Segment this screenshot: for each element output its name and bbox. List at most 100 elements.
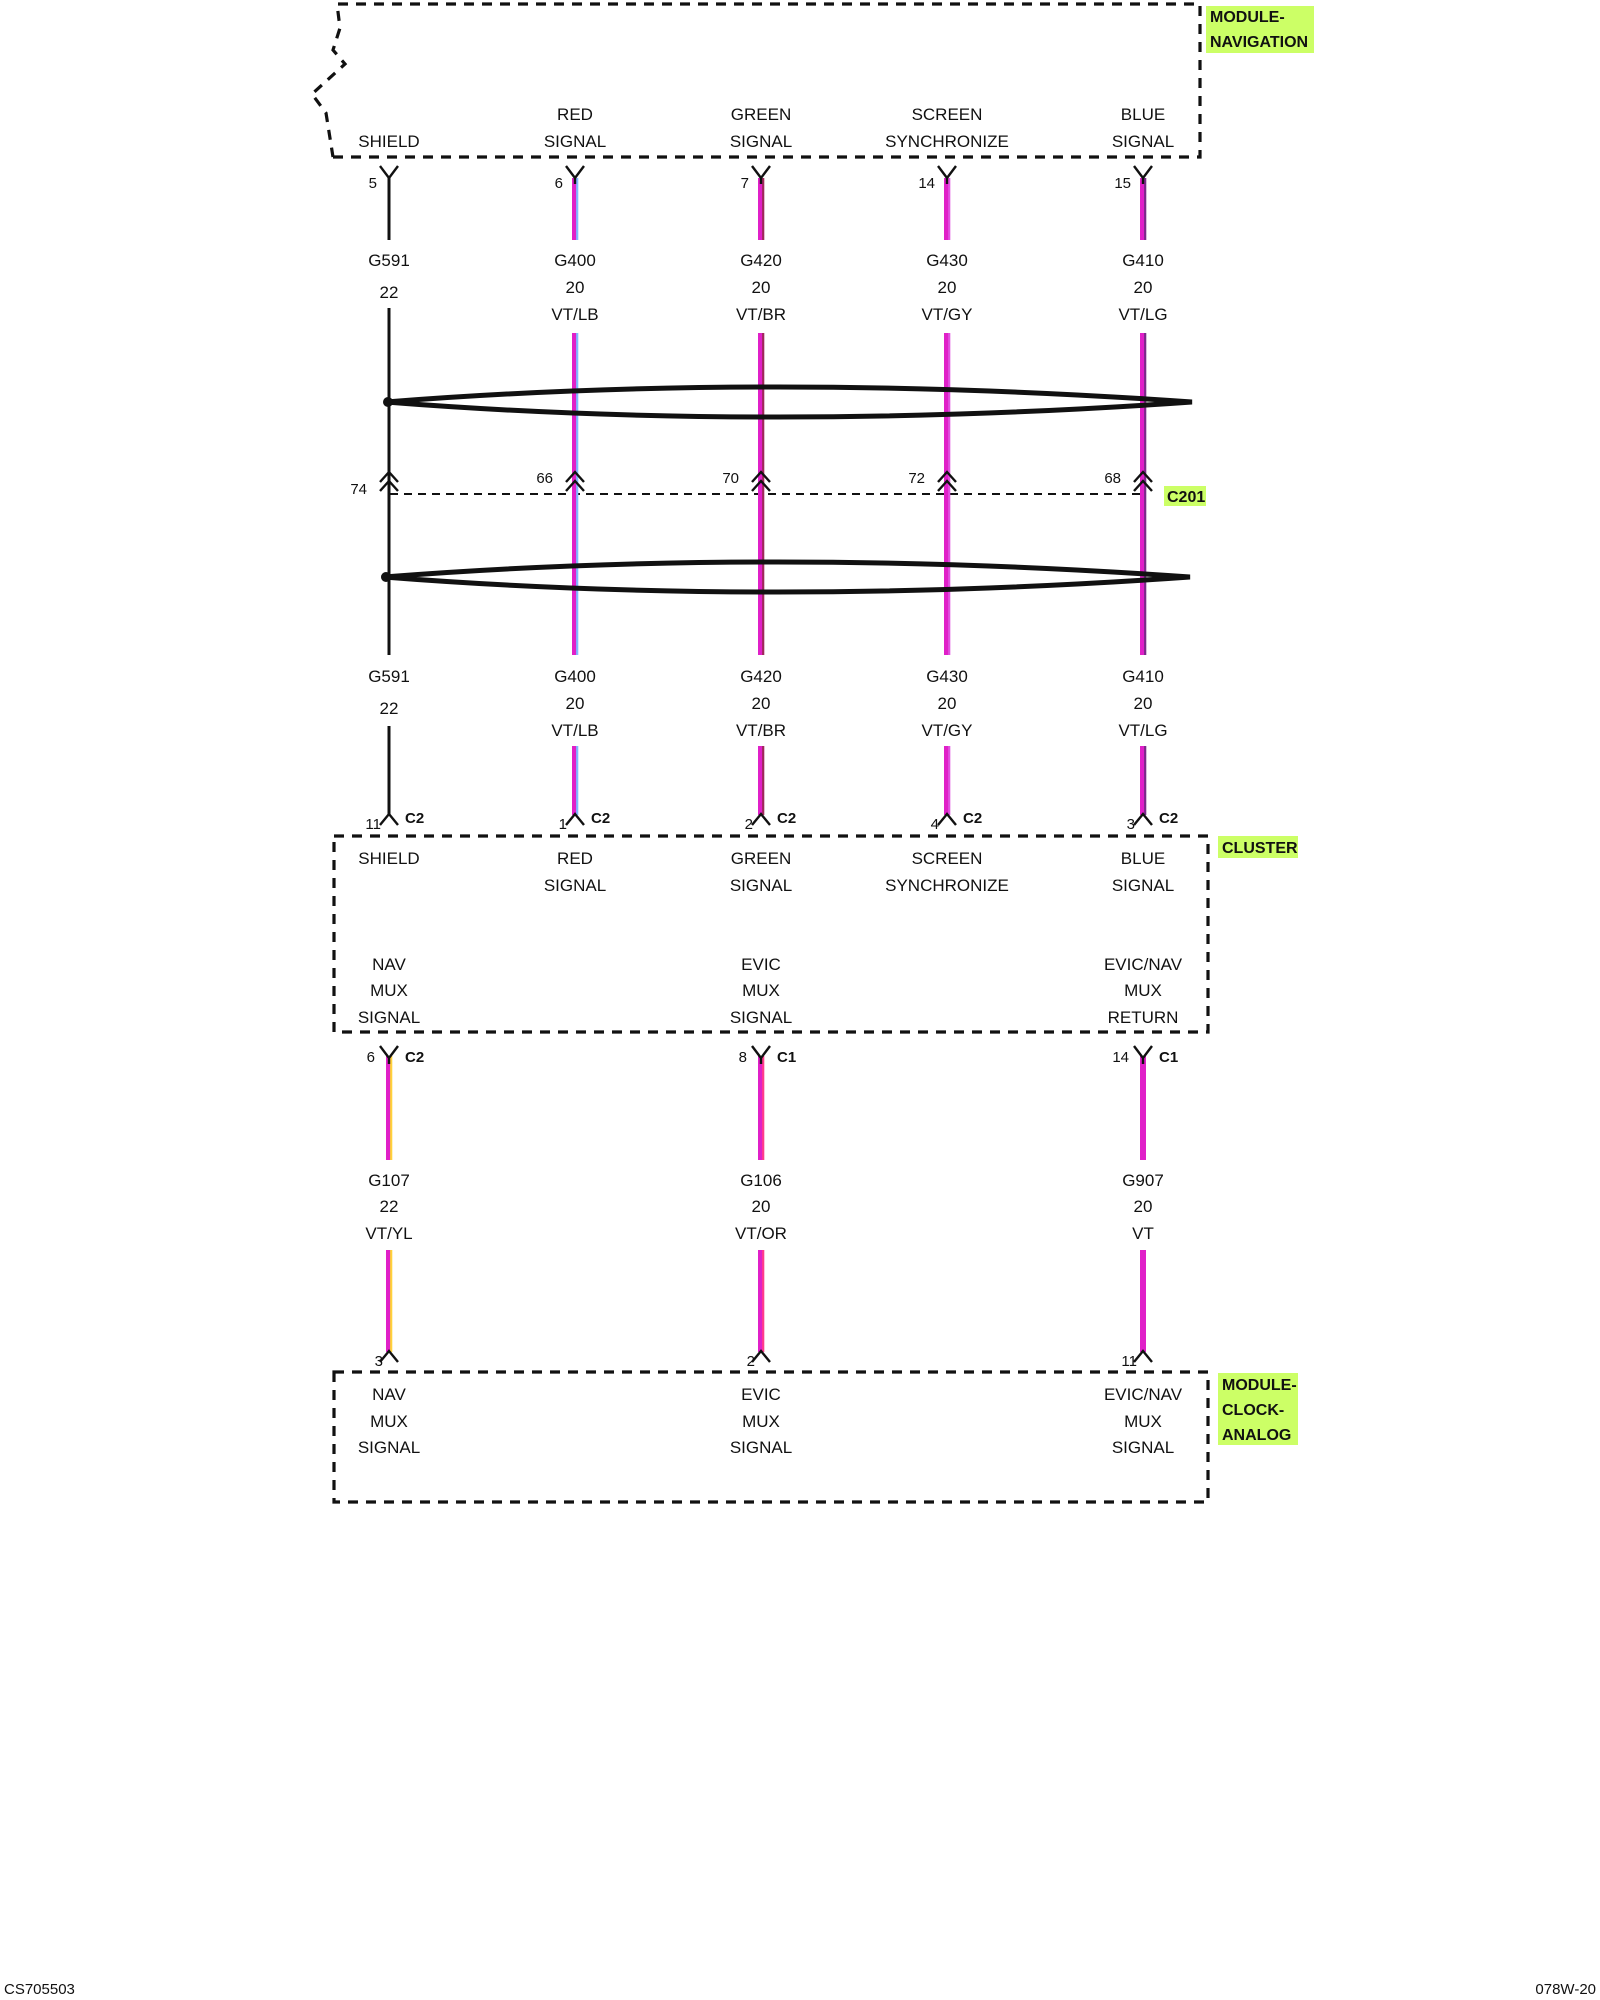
color-nav_mux: VT/YL	[365, 1224, 412, 1243]
color-sync-lower: VT/GY	[921, 721, 972, 740]
circuit-nav_mux: G107	[368, 1171, 410, 1190]
clock-function-nav_mux-line2: MUX	[370, 1412, 408, 1431]
c201-terminal-green	[751, 470, 771, 492]
diagram-id: CS705503	[4, 1981, 75, 1998]
cluster-function-blue-line1: BLUE	[1121, 849, 1165, 868]
cluster-function-sync-line2: SYNCHRONIZE	[885, 876, 1009, 895]
cluster-pin-green: 2	[745, 816, 753, 833]
svg-text:NAVIGATION: NAVIGATION	[1210, 34, 1308, 51]
clock-terminal-evic_nav	[1133, 1349, 1153, 1363]
svg-text:MODULE-: MODULE-	[1210, 9, 1285, 26]
clock-function-nav_mux-line3: SIGNAL	[358, 1438, 420, 1457]
wires	[379, 165, 1153, 1363]
color-red-lower: VT/LB	[551, 721, 598, 740]
circuit-green-lower: G420	[740, 667, 782, 686]
gauge-shield-lower: 22	[380, 699, 399, 718]
cluster-module-box	[332, 834, 1210, 1034]
clock-pin-nav_mux: 3	[375, 1353, 383, 1370]
clock-module-box	[332, 1370, 1210, 1504]
wire-blue-harness	[1140, 333, 1147, 655]
clock-function-evic_nav-line1: EVIC/NAV	[1104, 1385, 1183, 1404]
cluster-terminal-green	[751, 812, 771, 826]
c201-pin-sync: 72	[908, 470, 925, 487]
wire-green-harness	[758, 333, 765, 655]
c201-pin-red: 66	[536, 470, 553, 487]
color-red-upper: VT/LB	[551, 305, 598, 324]
cluster-out-pin-evic_nav: 14	[1112, 1049, 1129, 1066]
svg-text:ANALOG: ANALOG	[1222, 1427, 1291, 1444]
cluster-function-shield-line1: SHIELD	[358, 849, 419, 868]
cluster-function-sync-line1: SCREEN	[912, 849, 983, 868]
clock-module-name: MODULE- CLOCK- ANALOG	[1222, 1377, 1297, 1444]
cluster-terminal-red	[565, 812, 585, 826]
cluster-connector-red: C2	[591, 810, 610, 827]
c201-pin-green: 70	[722, 470, 739, 487]
nav-function-red-line2: SIGNAL	[544, 132, 606, 151]
gauge-evic_nav: 20	[1134, 1197, 1153, 1216]
wire-red-nav-top	[572, 178, 579, 240]
cluster-connector-sync: C2	[963, 810, 982, 827]
page-code: 078W-20	[1535, 1981, 1596, 1998]
nav-terminal-red	[565, 165, 585, 184]
clock-pin-evic_nav: 11	[1121, 1353, 1137, 1370]
circuit-blue-lower: G410	[1122, 667, 1164, 686]
cluster-connector-green: C2	[777, 810, 796, 827]
navigation-name-highlight	[1206, 6, 1314, 53]
cluster-function-nav_mux-line2: MUX	[370, 981, 408, 1000]
wire-evic_mux-upper	[758, 1056, 765, 1160]
cluster-out-terminal-evic_mux	[751, 1045, 771, 1064]
wire-sync-harness	[944, 333, 951, 655]
gauge-green-lower: 20	[752, 694, 771, 713]
cluster-terminal-blue	[1133, 812, 1153, 826]
cluster-out-terminal-nav_mux	[379, 1045, 399, 1064]
clock-function-evic_nav-line2: MUX	[1124, 1412, 1162, 1431]
clock-function-evic_mux-line2: MUX	[742, 1412, 780, 1431]
nav-function-green-line2: SIGNAL	[730, 132, 792, 151]
circuit-red-lower: G400	[554, 667, 596, 686]
wire-nav_mux-lower	[386, 1250, 393, 1352]
circuit-evic_nav: G907	[1122, 1171, 1164, 1190]
nav-terminal-shield	[379, 165, 399, 184]
cluster-function-green-line2: SIGNAL	[730, 876, 792, 895]
nav-terminal-green	[751, 165, 771, 184]
nav-pin-red: 6	[555, 175, 563, 192]
cluster-connector-shield: C2	[405, 810, 424, 827]
cluster-name-highlight	[1218, 836, 1298, 858]
circuit-sync-lower: G430	[926, 667, 968, 686]
nav-function-sync-line2: SYNCHRONIZE	[885, 132, 1009, 151]
svg-text:MODULE-: MODULE-	[1222, 1377, 1297, 1394]
cluster-pin-shield: 11	[365, 816, 381, 833]
nav-function-sync-line1: SCREEN	[912, 105, 983, 124]
wire-green-nav-top	[758, 178, 765, 240]
wire-sync-cluster-top	[944, 746, 951, 815]
nav-function-shield-line2: SHIELD	[358, 132, 419, 151]
cluster-function-nav_mux-line1: NAV	[372, 955, 406, 974]
c201-name-highlight	[1164, 486, 1206, 506]
cluster-pin-sync: 4	[931, 816, 939, 833]
wire-red-harness	[572, 333, 579, 655]
c201-terminal-red	[565, 470, 585, 492]
color-green-upper: VT/BR	[736, 305, 786, 324]
nav-pin-green: 7	[741, 175, 749, 192]
cluster-out-pin-evic_mux: 8	[739, 1049, 747, 1066]
cluster-pin-blue: 3	[1127, 816, 1135, 833]
clock-function-nav_mux-line1: NAV	[372, 1385, 406, 1404]
nav-function-blue-line2: SIGNAL	[1112, 132, 1174, 151]
wire-red-cluster-top	[572, 746, 579, 815]
cluster-out-pin-nav_mux: 6	[367, 1049, 375, 1066]
color-blue-upper: VT/LG	[1118, 305, 1167, 324]
twisted-pair-upper	[383, 384, 1193, 420]
circuit-shield-lower: G591	[368, 667, 410, 686]
gauge-red-lower: 20	[566, 694, 585, 713]
c201-terminal-shield	[379, 470, 399, 492]
cluster-module-name: CLUSTER	[1222, 840, 1298, 857]
cluster-function-evic_mux-line3: SIGNAL	[730, 1008, 792, 1027]
color-blue-lower: VT/LG	[1118, 721, 1167, 740]
color-evic_nav: VT	[1132, 1224, 1154, 1243]
cluster-out-connector-nav_mux: C2	[405, 1049, 424, 1066]
nav-function-red-line1: RED	[557, 105, 593, 124]
gauge-evic_mux: 20	[752, 1197, 771, 1216]
cluster-out-connector-evic_nav: C1	[1159, 1049, 1178, 1066]
